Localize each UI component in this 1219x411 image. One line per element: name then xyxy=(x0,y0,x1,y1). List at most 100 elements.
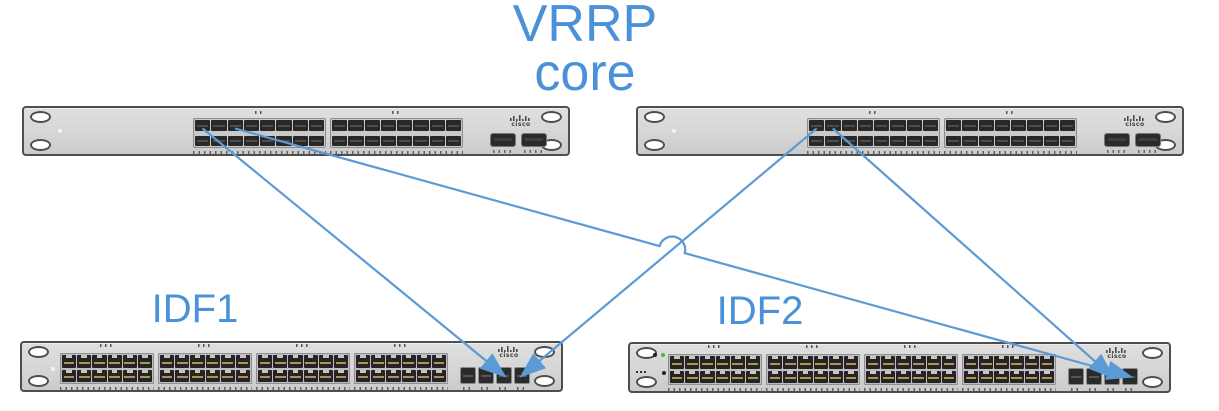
sfp-port xyxy=(348,135,364,146)
screw-hole xyxy=(30,139,51,151)
rj45-port xyxy=(1039,356,1054,369)
sfp-port xyxy=(994,120,1010,131)
sfp-port xyxy=(962,120,978,131)
rj45-port xyxy=(62,369,77,382)
rj45-port xyxy=(843,370,858,383)
screw-hole xyxy=(636,376,657,388)
port-bank xyxy=(60,353,154,384)
rj45-port xyxy=(273,355,288,368)
sfp-port xyxy=(906,135,922,146)
screw-hole xyxy=(1155,111,1176,123)
port-led-row xyxy=(354,387,448,390)
rj45-port xyxy=(911,356,926,369)
port-led-row xyxy=(807,151,940,154)
sfp-port xyxy=(809,120,825,131)
sfp-port xyxy=(906,120,922,131)
idf1-access-switch: cisco xyxy=(20,341,563,392)
rj45-port xyxy=(137,369,152,382)
rj45-port xyxy=(715,356,730,369)
sfp-port xyxy=(994,135,1010,146)
port-led-row xyxy=(158,387,252,390)
sfp-port xyxy=(841,120,857,131)
port-led-row xyxy=(766,388,860,391)
bank-indicator-dots xyxy=(255,111,264,114)
title-line-1: VRRP xyxy=(512,0,658,53)
uplink-port xyxy=(514,367,530,384)
rj45-port xyxy=(92,355,107,368)
rj45-port xyxy=(356,369,371,382)
rj45-port xyxy=(258,355,273,368)
rj45-port xyxy=(843,356,858,369)
rj45-port xyxy=(828,356,843,369)
sfp-port xyxy=(922,120,938,131)
rj45-port xyxy=(715,370,730,383)
rj45-port xyxy=(768,356,783,369)
rj45-port xyxy=(77,355,92,368)
rj45-port xyxy=(1009,356,1024,369)
rj45-port xyxy=(258,369,273,382)
rj45-port xyxy=(828,370,843,383)
rj45-port xyxy=(137,355,152,368)
sfp-port xyxy=(874,120,890,131)
sfp-port xyxy=(332,120,348,131)
rj45-port xyxy=(964,356,979,369)
port-led-row xyxy=(944,151,1077,154)
sfp-port xyxy=(195,135,211,146)
uplink-port xyxy=(478,367,494,384)
rj45-port xyxy=(62,355,77,368)
uplink-led-marks xyxy=(524,150,544,153)
sfp-port xyxy=(445,120,461,131)
rj45-port xyxy=(190,369,205,382)
sfp-port xyxy=(922,135,938,146)
sfp-port xyxy=(211,135,227,146)
uplink-port xyxy=(1086,368,1102,385)
sfp-port xyxy=(292,135,308,146)
port-bank xyxy=(944,118,1077,148)
uplink-port xyxy=(1122,368,1138,385)
sfp-port xyxy=(211,120,227,131)
rj45-port xyxy=(401,355,416,368)
rj45-port xyxy=(670,370,685,383)
rj45-port xyxy=(333,369,348,382)
sfp-port xyxy=(1043,120,1059,131)
rj45-port xyxy=(866,356,881,369)
bank-indicator-dots xyxy=(1001,345,1017,348)
sfp-port xyxy=(243,135,259,146)
uplink-led-marks xyxy=(517,387,527,390)
vrrp-core-title: VRRP core xyxy=(435,0,735,99)
uplink-cable-arrow xyxy=(234,127,1134,380)
rj45-port xyxy=(190,355,205,368)
sfp-port xyxy=(429,135,445,146)
power-led xyxy=(672,129,676,133)
cisco-bridge-icon xyxy=(498,346,518,352)
sfp-port xyxy=(195,120,211,131)
rj45-port xyxy=(1024,356,1039,369)
sfp-port xyxy=(1011,120,1027,131)
cisco-bridge-icon xyxy=(1124,115,1144,121)
uplink-port xyxy=(1068,368,1084,385)
rj45-port xyxy=(911,370,926,383)
sfp-port xyxy=(227,120,243,131)
uplink-led-marks xyxy=(1107,150,1127,153)
sfp-port xyxy=(380,120,396,131)
uplink-led-marks xyxy=(1107,388,1117,391)
port-led-row xyxy=(864,388,958,391)
rj45-port xyxy=(333,355,348,368)
bank-indicator-dots xyxy=(903,345,919,348)
status-led xyxy=(662,371,666,375)
port-bank xyxy=(766,354,860,385)
rj45-port xyxy=(303,369,318,382)
sfp-port xyxy=(260,120,276,131)
cisco-logo-text: cisco xyxy=(511,121,531,128)
screw-hole xyxy=(644,139,665,151)
uplink-port xyxy=(521,133,547,147)
bank-indicator-dots xyxy=(1006,111,1015,114)
power-led xyxy=(51,367,55,371)
uplink-port xyxy=(460,367,476,384)
uplink-led-marks xyxy=(493,150,513,153)
rj45-port xyxy=(896,356,911,369)
sfp-port xyxy=(308,135,324,146)
rj45-port xyxy=(979,356,994,369)
port-led-row xyxy=(60,387,154,390)
rj45-port xyxy=(745,356,760,369)
